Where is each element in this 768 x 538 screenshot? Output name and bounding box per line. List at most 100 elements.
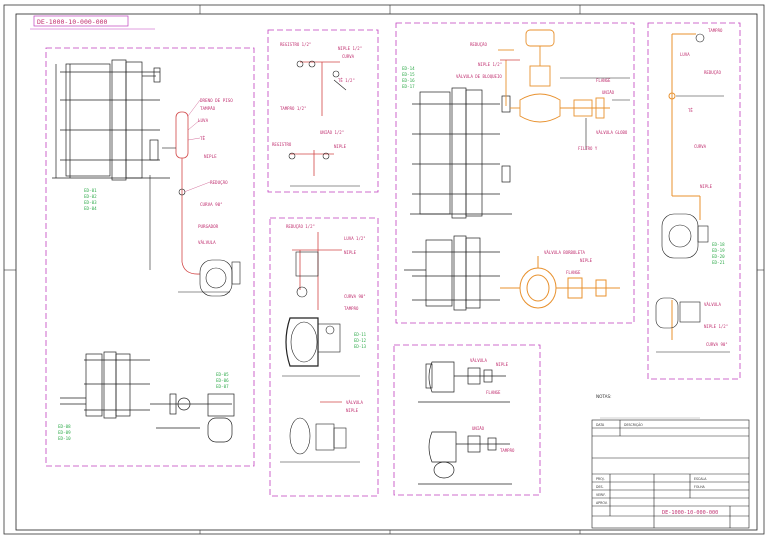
notes-block: NOTAS: bbox=[596, 394, 700, 419]
svg-text:ED-05: ED-05 bbox=[216, 372, 229, 377]
svg-text:DESCRIÇÃO: DESCRIÇÃO bbox=[624, 422, 643, 427]
view-a-frame bbox=[45, 47, 255, 467]
svg-text:REGISTRO: REGISTRO bbox=[272, 142, 292, 147]
outer-border bbox=[3, 4, 765, 535]
svg-text:ED-01: ED-01 bbox=[84, 188, 97, 193]
svg-text:TAMPÃO: TAMPÃO bbox=[344, 306, 359, 311]
svg-text:VÁLVULA: VÁLVULA bbox=[198, 240, 216, 245]
svg-text:DES.: DES. bbox=[596, 485, 604, 489]
svg-text:ED-04: ED-04 bbox=[84, 206, 97, 211]
svg-text:TÊ: TÊ bbox=[688, 108, 693, 113]
svg-text:ED-08: ED-08 bbox=[58, 424, 71, 429]
svg-text:REDUÇÃO: REDUÇÃO bbox=[470, 42, 487, 47]
inner-border bbox=[15, 13, 758, 531]
svg-text:LUVA: LUVA bbox=[680, 52, 690, 57]
view-c: REDUÇÃO 1/2" LUVA 1/2" NIPLE CURVA 90° TAM… bbox=[269, 217, 379, 497]
svg-text:PROJ.: PROJ. bbox=[596, 477, 605, 481]
svg-text:LUVA: LUVA bbox=[198, 118, 209, 123]
view-d-frame bbox=[395, 22, 635, 324]
svg-text:FLANGE: FLANGE bbox=[596, 78, 611, 83]
svg-text:FILTRO Y: FILTRO Y bbox=[578, 146, 598, 151]
svg-text:VÁLVULA: VÁLVULA bbox=[704, 302, 721, 307]
svg-text:TAMPÃO: TAMPÃO bbox=[200, 106, 216, 111]
svg-text:REDUÇÃO 1/2": REDUÇÃO 1/2" bbox=[286, 224, 315, 229]
notes-heading: NOTAS: bbox=[596, 394, 612, 399]
svg-text:NIPLE 1/2": NIPLE 1/2" bbox=[478, 62, 502, 67]
view-c-frame bbox=[269, 217, 379, 497]
svg-text:CURVA 90°: CURVA 90° bbox=[200, 202, 223, 207]
svg-text:ESCALA: ESCALA bbox=[694, 477, 707, 481]
svg-text:ED-03: ED-03 bbox=[84, 200, 97, 205]
svg-text:CURVA: CURVA bbox=[342, 54, 355, 59]
svg-text:VERIF.: VERIF. bbox=[596, 493, 606, 497]
svg-text:ED-16: ED-16 bbox=[402, 78, 415, 83]
svg-text:ED-11: ED-11 bbox=[354, 332, 367, 337]
header-stamp-box bbox=[33, 15, 129, 27]
svg-text:VÁLVULA BORBOLETA: VÁLVULA BORBOLETA bbox=[544, 250, 586, 255]
svg-text:FLANGE: FLANGE bbox=[486, 390, 501, 395]
svg-text:CURVA 90°: CURVA 90° bbox=[706, 342, 728, 347]
svg-text:NIPLE: NIPLE bbox=[346, 408, 359, 413]
svg-text:APROV.: APROV. bbox=[596, 501, 608, 505]
view-b: REGISTRO 1/2" NIPLE 1/2" CURVA TÊ 1/2" TAM… bbox=[267, 29, 379, 193]
svg-text:CURVA: CURVA bbox=[694, 144, 707, 149]
svg-text:NIPLE: NIPLE bbox=[496, 362, 509, 367]
drawing-number: DE-1000-10-000-000 bbox=[662, 510, 718, 516]
title-block-cells: DATA DESCRIÇÃO PROJ. DES. VERIF. APROV. ESC… bbox=[596, 422, 707, 505]
svg-text:ED-06: ED-06 bbox=[216, 378, 229, 383]
svg-text:REDUÇÃO: REDUÇÃO bbox=[704, 70, 721, 75]
svg-text:NIPLE: NIPLE bbox=[580, 258, 593, 263]
svg-text:NIPLE 1/2": NIPLE 1/2" bbox=[704, 324, 728, 329]
view-e-frame bbox=[647, 22, 741, 380]
svg-text:FOLHA: FOLHA bbox=[694, 485, 706, 489]
svg-text:VÁLVULA: VÁLVULA bbox=[470, 358, 487, 363]
zone-ticks bbox=[4, 5, 764, 534]
svg-text:ED-12: ED-12 bbox=[354, 338, 367, 343]
svg-text:VÁLVULA GLOBO: VÁLVULA GLOBO bbox=[596, 130, 628, 135]
svg-text:TAMPÃO: TAMPÃO bbox=[708, 28, 723, 33]
svg-text:LUVA 1/2": LUVA 1/2" bbox=[344, 236, 366, 241]
header-stamp: DE-1000-10-000-000 bbox=[37, 18, 108, 26]
svg-text:ED-02: ED-02 bbox=[84, 194, 97, 199]
svg-text:FLANGE: FLANGE bbox=[566, 270, 581, 275]
svg-text:TÊ 1/2": TÊ 1/2" bbox=[338, 78, 355, 83]
svg-text:NIPLE: NIPLE bbox=[204, 154, 217, 159]
svg-text:NIPLE: NIPLE bbox=[334, 144, 347, 149]
svg-text:TAMPÃO: TAMPÃO bbox=[500, 448, 515, 453]
svg-text:ED-09: ED-09 bbox=[58, 430, 71, 435]
svg-text:UNIÃO 1/2": UNIÃO 1/2" bbox=[320, 130, 344, 135]
view-b-frame bbox=[267, 29, 379, 193]
svg-text:ED-18: ED-18 bbox=[712, 242, 725, 247]
svg-text:ED-21: ED-21 bbox=[712, 260, 725, 265]
svg-text:NIPLE 1/2": NIPLE 1/2" bbox=[338, 46, 362, 51]
svg-text:DATA: DATA bbox=[596, 423, 605, 427]
svg-text:REGISTRO 1/2": REGISTRO 1/2" bbox=[280, 42, 311, 47]
svg-text:ED-14: ED-14 bbox=[402, 66, 415, 71]
svg-text:UNIÃO: UNIÃO bbox=[472, 426, 485, 431]
view-f: VÁLVULA NIPLE FLANGE UNIÃO TAMPÃO bbox=[393, 344, 541, 496]
svg-text:ED-07: ED-07 bbox=[216, 384, 229, 389]
svg-text:TAMPÃO 1/2": TAMPÃO 1/2" bbox=[280, 106, 307, 111]
view-e: TAMPÃO LUVA REDUÇÃO TÊ CURVA NIPLE VÁLVULA N… bbox=[647, 22, 741, 380]
svg-text:REDUÇÃO: REDUÇÃO bbox=[210, 180, 228, 185]
svg-text:UNIÃO: UNIÃO bbox=[602, 90, 615, 95]
svg-text:NIPLE: NIPLE bbox=[700, 184, 713, 189]
svg-text:ED-13: ED-13 bbox=[354, 344, 367, 349]
svg-text:PURGADOR: PURGADOR bbox=[198, 224, 219, 229]
title-block bbox=[591, 419, 750, 529]
svg-text:ED-15: ED-15 bbox=[402, 72, 415, 77]
svg-text:ED-10: ED-10 bbox=[58, 436, 71, 441]
svg-text:TÊ: TÊ bbox=[200, 136, 206, 141]
svg-text:DRENO DE PISO: DRENO DE PISO bbox=[200, 98, 233, 103]
svg-text:ED-17: ED-17 bbox=[402, 84, 415, 89]
view-d: REDUÇÃO NIPLE 1/2" VÁLVULA DE BLOQUEIO FLA… bbox=[395, 22, 635, 324]
svg-text:CURVA 90°: CURVA 90° bbox=[344, 294, 366, 299]
svg-text:VÁLVULA: VÁLVULA bbox=[346, 400, 363, 405]
svg-text:VÁLVULA DE BLOQUEIO: VÁLVULA DE BLOQUEIO bbox=[456, 74, 502, 79]
svg-text:ED-20: ED-20 bbox=[712, 254, 725, 259]
svg-text:ED-19: ED-19 bbox=[712, 248, 725, 253]
view-f-frame bbox=[393, 344, 541, 496]
svg-text:NIPLE: NIPLE bbox=[344, 250, 357, 255]
